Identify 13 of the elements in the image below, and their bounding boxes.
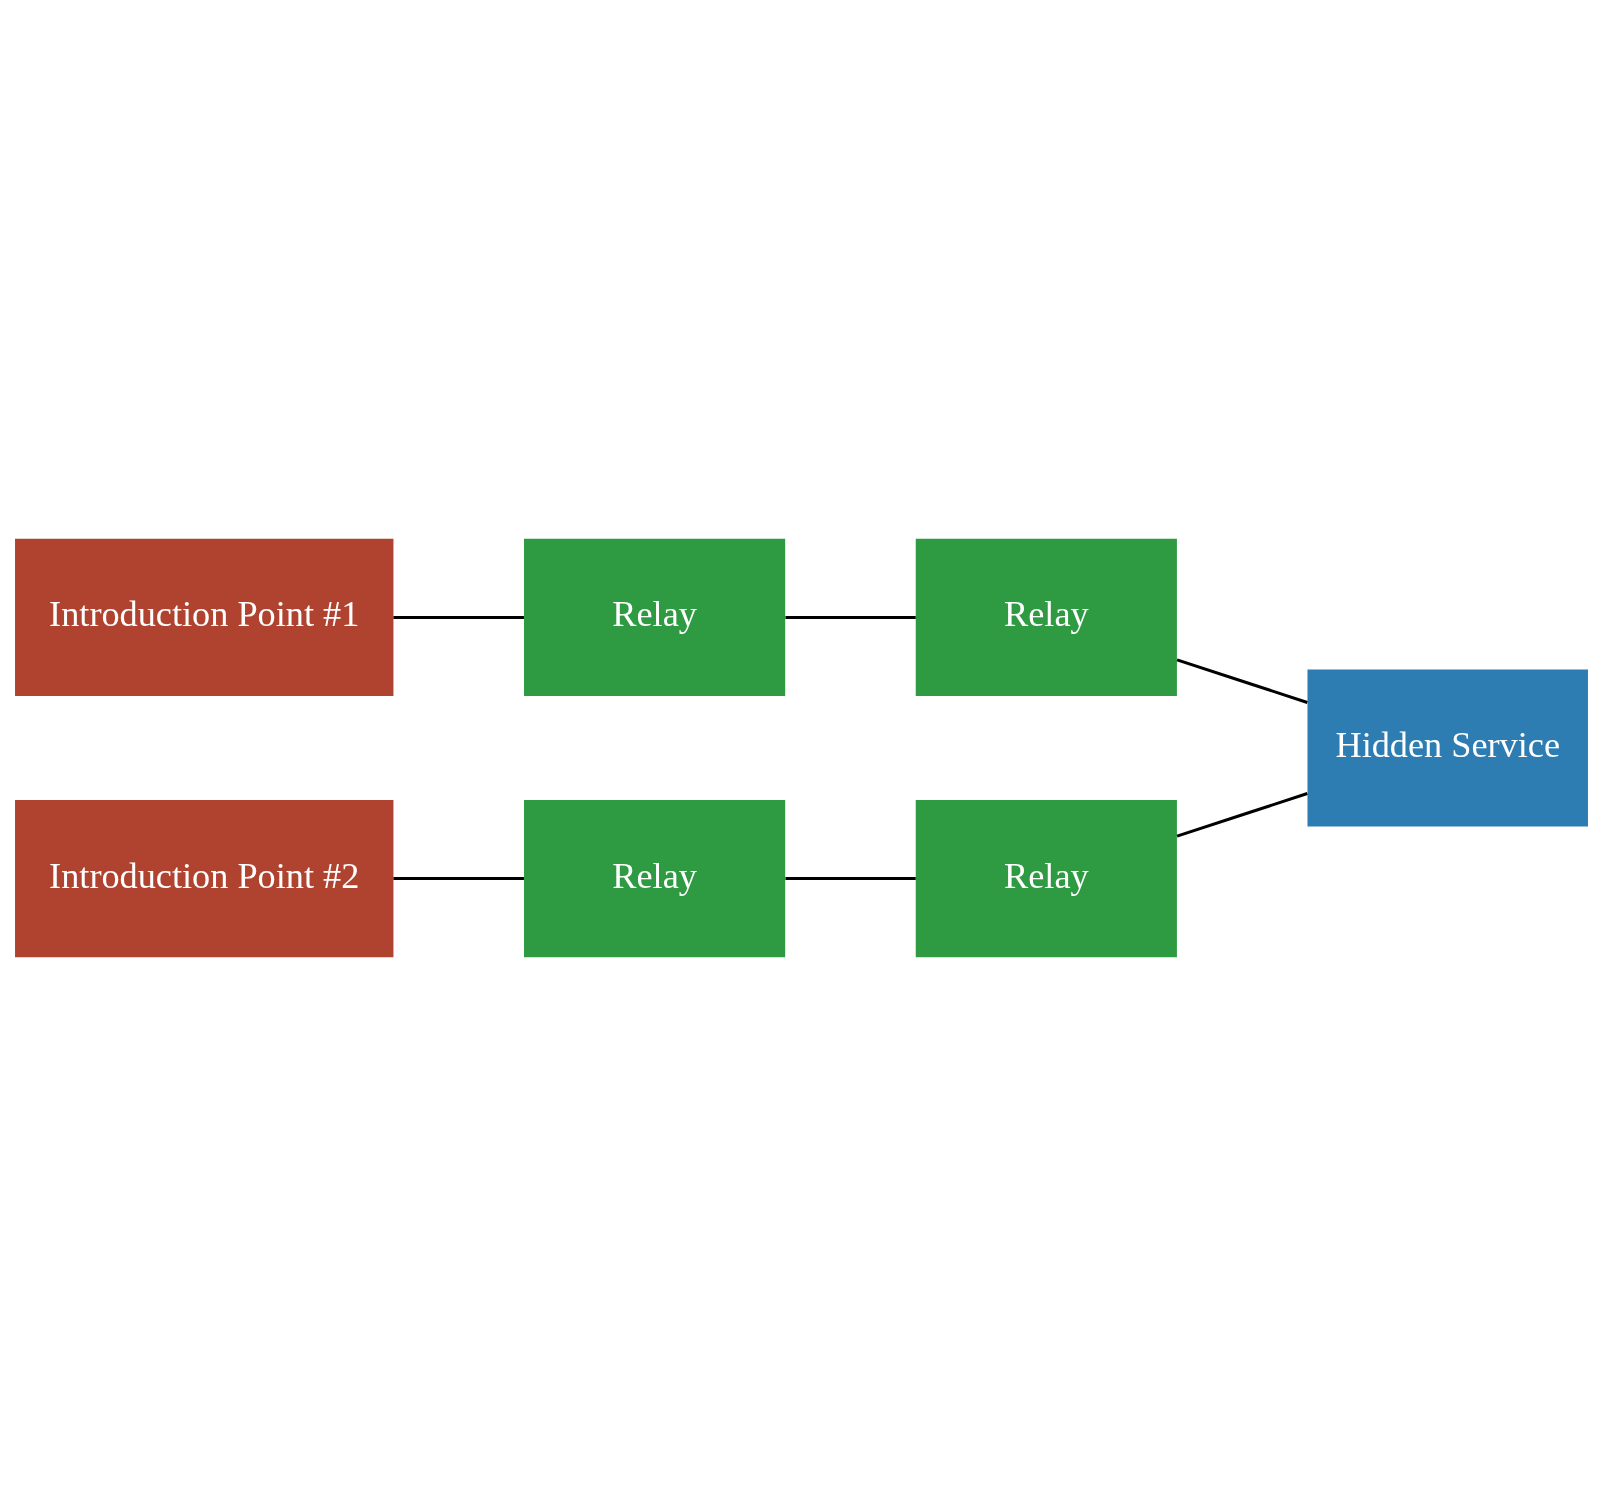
connector <box>392 615 524 619</box>
connector <box>1176 791 1308 838</box>
connector <box>784 615 916 619</box>
node-box: Hidden Service <box>1307 668 1588 827</box>
connector <box>1176 657 1308 704</box>
connector <box>784 876 916 880</box>
node-box: Relay <box>915 799 1177 957</box>
node-box: Introduction Point #2 <box>14 799 393 957</box>
node-box: Introduction Point #1 <box>14 538 393 696</box>
connector <box>392 876 524 880</box>
node-box: Relay <box>915 538 1177 696</box>
node-box: Relay <box>523 538 785 696</box>
node-box: Relay <box>523 799 785 957</box>
